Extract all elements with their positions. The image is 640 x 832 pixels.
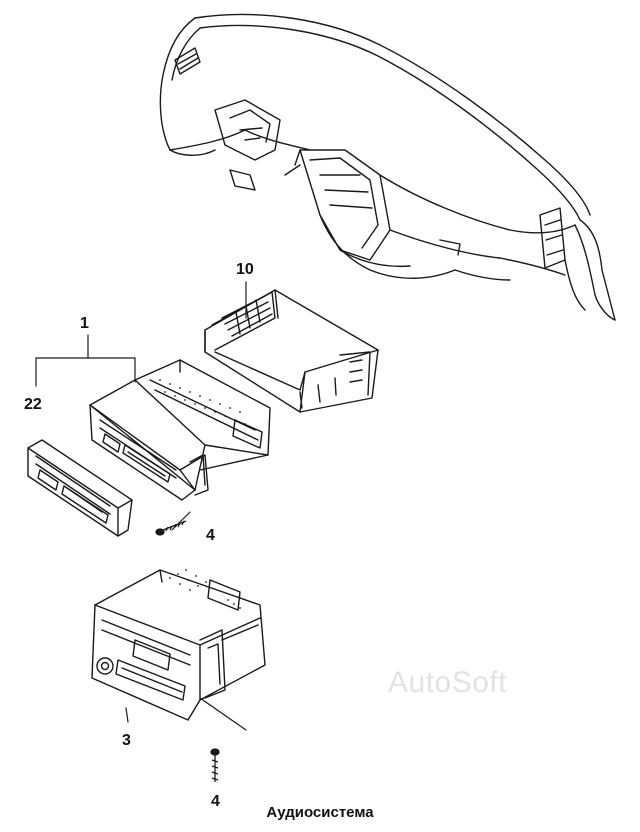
detachable-faceplate [27,439,133,537]
radio-unit-bottom [91,569,266,721]
callout-4-top: 4 [206,527,215,544]
radio-unit-top [89,359,271,501]
dashboard-panel [159,13,616,321]
callout-22: 22 [24,396,42,413]
callout-3: 3 [122,732,131,749]
diagram-caption: Аудиосистема [266,804,374,821]
callout-10: 10 [236,261,254,278]
callout-1: 1 [80,315,89,332]
watermark: AutoSoft [388,666,508,699]
leader-lines [35,281,247,731]
vent-dots [159,379,246,609]
mounting-bracket [204,289,379,413]
screw-bottom [210,748,220,782]
callout-4-bottom: 4 [211,793,220,810]
screw-top [155,520,187,536]
